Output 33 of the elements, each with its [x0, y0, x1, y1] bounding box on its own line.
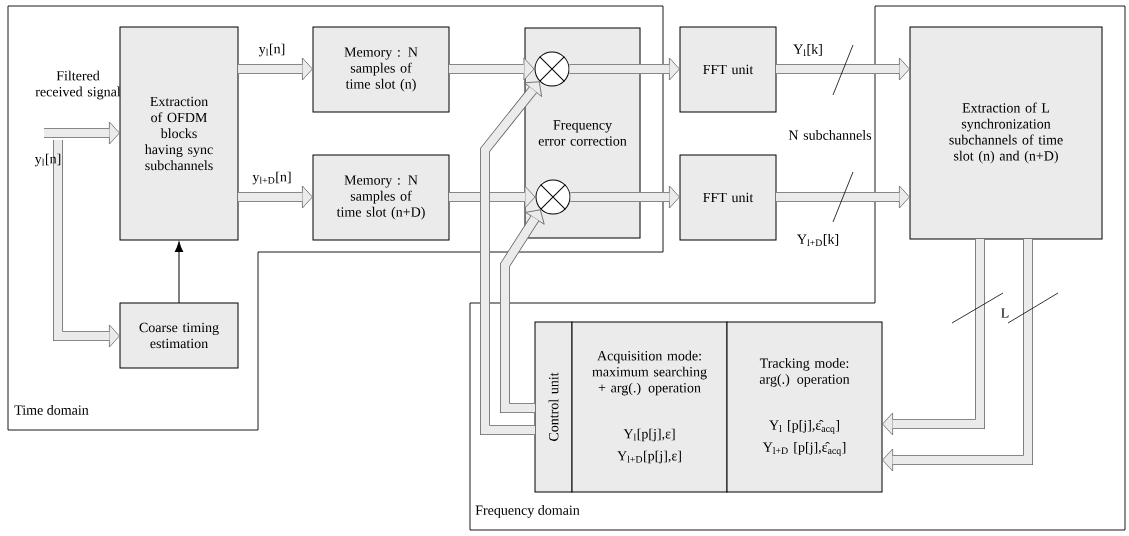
- arrow: [449, 185, 536, 209]
- arrow: [174, 241, 184, 304]
- edge-label: Y$_{l+D}$[k]: [797, 234, 839, 246]
- edge-label: y$_{l+D}$[n]: [252, 171, 291, 185]
- arrow: [882, 239, 1033, 472]
- arrow: [882, 239, 985, 436]
- arrow: [570, 185, 680, 209]
- multiplier-symbol: [534, 51, 570, 87]
- label: y$_{l}$[n]: [34, 153, 61, 167]
- label: N subchannels: [788, 130, 872, 140]
- process-box: Extraction of OFDM blocks having sync subchannels: [119, 26, 239, 241]
- process-box: Memory : N samples of time slot (n): [312, 26, 450, 113]
- edge-label: Y$_{l}$[k]: [793, 44, 822, 56]
- process-box: FFT unit: [679, 26, 777, 113]
- process-box: Memory : N samples of time slot (n+D): [312, 154, 450, 241]
- arrow: [238, 185, 313, 209]
- process-box: Coarse timing estimation: [119, 302, 239, 369]
- process-box: FFT unit: [679, 154, 777, 241]
- arrow: [480, 81, 543, 435]
- arrow: [238, 57, 313, 81]
- arrow: [776, 57, 910, 81]
- arrow: [53, 140, 120, 348]
- label: L: [1001, 308, 1009, 318]
- arrow: [449, 57, 535, 81]
- edge-label: y$_{l}$[n]: [258, 43, 285, 57]
- process-box: Control unit: [534, 321, 573, 493]
- arrow: [500, 209, 545, 413]
- arrow: [776, 185, 910, 209]
- process-box: Tracking mode: arg(.) operation Y$_{l}$ [p[j],ε̂$_{acq}$] Y$_{l+D}$ [p[j],ε̂$_{acq}$]: [726, 321, 883, 493]
- multiplier-symbol: [535, 179, 571, 215]
- process-box: Extraction of L synchronization subchannels of time slot (n) and (n+D): [909, 26, 1103, 240]
- arrow: [569, 57, 680, 81]
- arrow: [44, 121, 120, 145]
